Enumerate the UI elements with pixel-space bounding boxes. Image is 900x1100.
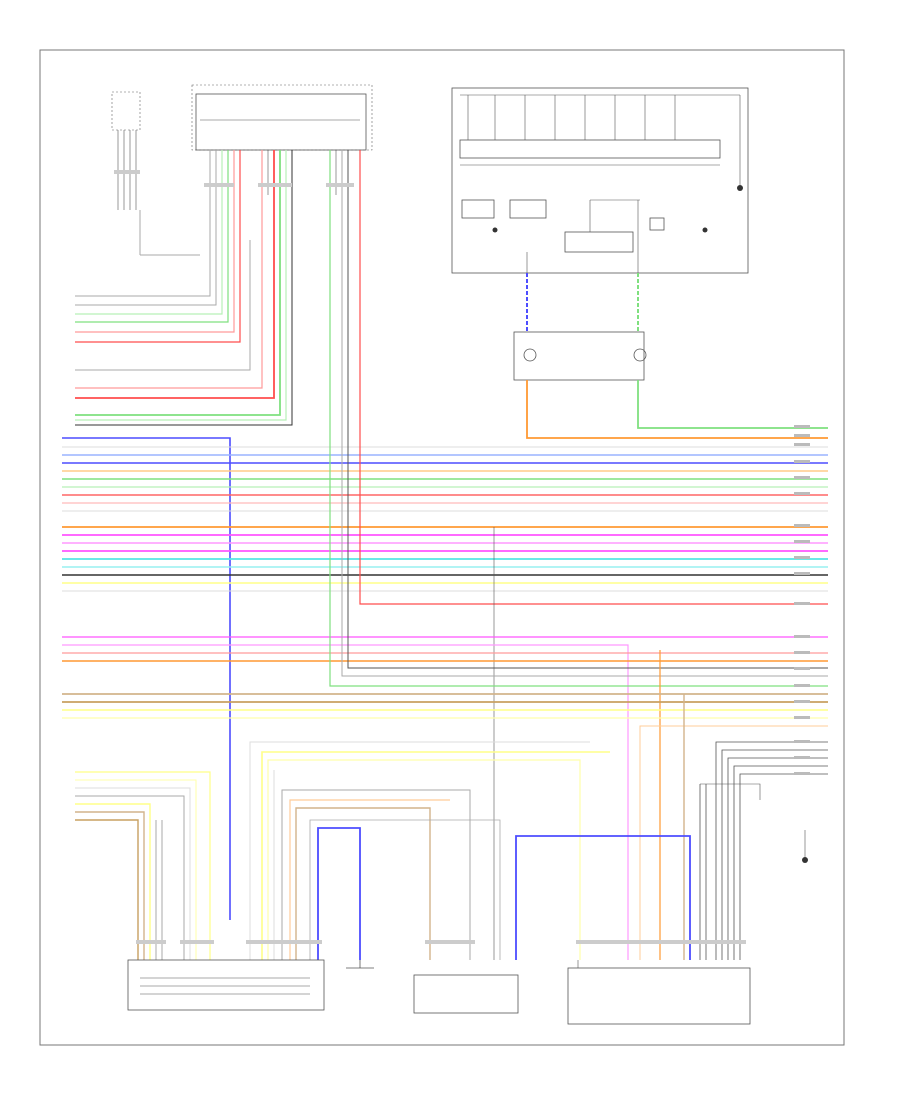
wire-connector-icon — [114, 170, 140, 174]
ground-symbol-icon — [737, 185, 743, 191]
bottom-right-module — [567, 960, 751, 1025]
top-center-module — [191, 84, 373, 195]
wire-connector-icon — [136, 940, 166, 944]
bottom-ground — [346, 960, 374, 969]
bottom-center-module — [413, 974, 519, 1014]
lower-left-wires — [75, 771, 211, 960]
wire-connector-icon — [576, 940, 746, 944]
bottom-connector-markers — [114, 170, 746, 944]
main-harness — [62, 150, 828, 960]
speaker-icon — [523, 348, 537, 362]
ground-symbol-icon — [802, 857, 808, 863]
right-edge-connector — [794, 425, 810, 775]
wire-connector-icon — [258, 183, 292, 187]
lower-middle-wires — [249, 741, 691, 960]
wire-connector-icon — [246, 940, 322, 944]
left-top-wire-group — [75, 150, 293, 426]
speaker-module — [513, 331, 647, 381]
bottom-left-module — [127, 959, 325, 1011]
wire-connector-icon — [425, 940, 475, 944]
wire-connector-icon — [204, 183, 234, 187]
top-left-module — [111, 91, 141, 210]
diagram-frame — [39, 49, 845, 1046]
wire-connector-icon — [326, 183, 354, 187]
wire-connector-icon — [180, 940, 214, 944]
speaker-icon — [633, 348, 647, 362]
switch-assembly-module — [451, 87, 749, 274]
